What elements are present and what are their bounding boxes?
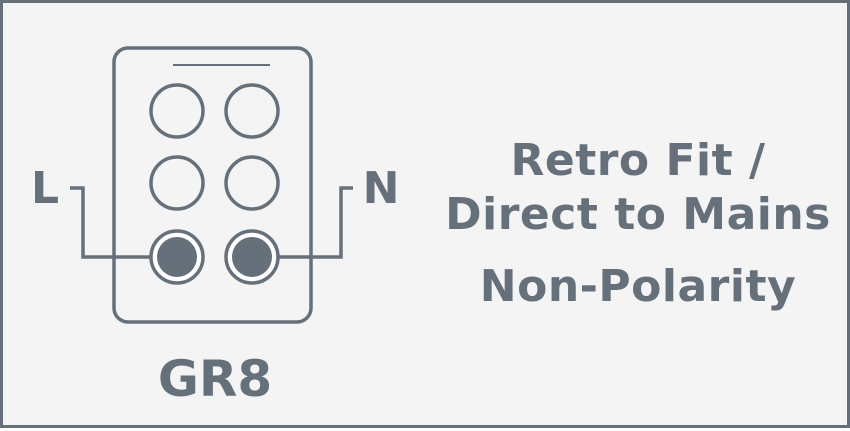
label-live: L — [31, 163, 59, 214]
terminal-empty — [149, 83, 205, 139]
wire-live — [70, 186, 153, 259]
headline-line-1: Retro Fit / — [510, 135, 766, 186]
terminal-empty — [224, 83, 280, 139]
terminal-empty — [224, 155, 280, 211]
terminal-empty — [149, 155, 205, 211]
model-label: GR8 — [158, 350, 272, 408]
wire-neutral — [275, 186, 353, 259]
headline-line-2: Direct to Mains — [445, 189, 831, 240]
wiring-diagram: L N GR8 — [31, 46, 400, 408]
label-neutral: N — [363, 163, 400, 214]
device-housing — [112, 46, 313, 324]
terminal-connected-neutral-fill — [232, 237, 272, 277]
terminal-connected-live-fill — [157, 237, 197, 277]
headline-line-3: Non-Polarity — [479, 261, 797, 312]
